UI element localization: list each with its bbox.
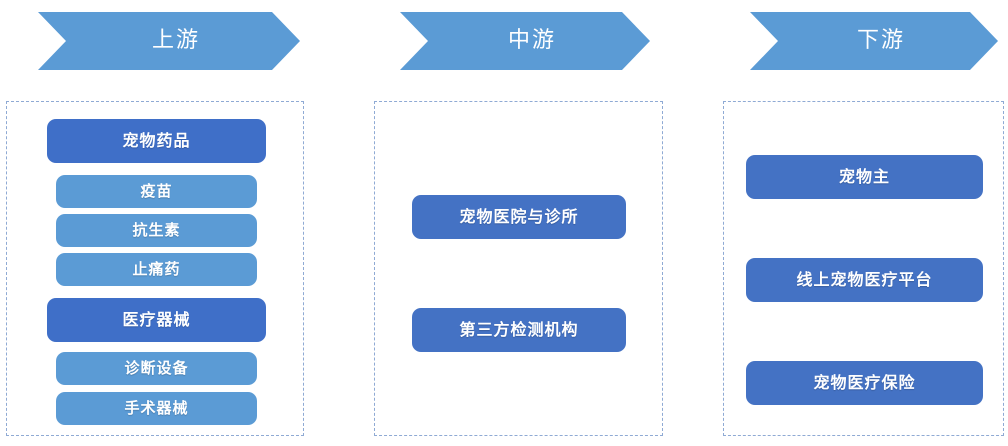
stage-header-upstream: 上游: [38, 12, 300, 70]
box-upstream-4-label: 医疗器械: [122, 310, 191, 329]
box-downstream-0-label: 宠物主: [838, 167, 890, 186]
box-midstream-0[interactable]: 宠物医院与诊所: [412, 195, 626, 239]
box-upstream-1[interactable]: 疫苗: [56, 175, 257, 208]
box-upstream-0[interactable]: 宠物药品: [47, 119, 266, 163]
panel-midstream: 宠物医院与诊所 第三方检测机构: [374, 101, 663, 436]
stage-header-midstream-label: 中游: [507, 28, 556, 53]
box-upstream-1-label: 疫苗: [140, 182, 173, 200]
box-upstream-5[interactable]: 诊断设备: [56, 352, 257, 385]
box-downstream-0[interactable]: 宠物主: [746, 155, 983, 199]
box-upstream-4[interactable]: 医疗器械: [47, 298, 266, 342]
box-midstream-1[interactable]: 第三方检测机构: [412, 308, 626, 352]
stage-header-upstream-label: 上游: [151, 28, 200, 53]
box-upstream-6[interactable]: 手术器械: [56, 392, 257, 425]
box-downstream-1-label: 线上宠物医疗平台: [796, 270, 933, 289]
panel-downstream: 宠物主 线上宠物医疗平台 宠物医疗保险: [723, 101, 1004, 436]
box-upstream-6-label: 手术器械: [124, 399, 189, 417]
box-upstream-2-label: 抗生素: [132, 221, 181, 239]
box-downstream-2[interactable]: 宠物医疗保险: [746, 361, 983, 405]
box-upstream-2[interactable]: 抗生素: [56, 214, 257, 247]
stage-header-midstream: 中游: [400, 12, 650, 70]
box-downstream-2-label: 宠物医疗保险: [813, 373, 916, 392]
box-upstream-5-label: 诊断设备: [124, 359, 189, 377]
box-upstream-0-label: 宠物药品: [122, 131, 191, 150]
box-downstream-1[interactable]: 线上宠物医疗平台: [746, 258, 983, 302]
panel-upstream: 宠物药品 疫苗 抗生素 止痛药 医疗器械 诊断设备 手术器械: [6, 101, 304, 436]
box-midstream-1-label: 第三方检测机构: [459, 320, 579, 339]
stage-header-downstream-label: 下游: [856, 28, 905, 53]
box-upstream-3[interactable]: 止痛药: [56, 253, 257, 286]
stage-header-downstream: 下游: [750, 12, 998, 70]
box-midstream-0-label: 宠物医院与诊所: [459, 207, 579, 226]
box-upstream-3-label: 止痛药: [132, 260, 181, 278]
